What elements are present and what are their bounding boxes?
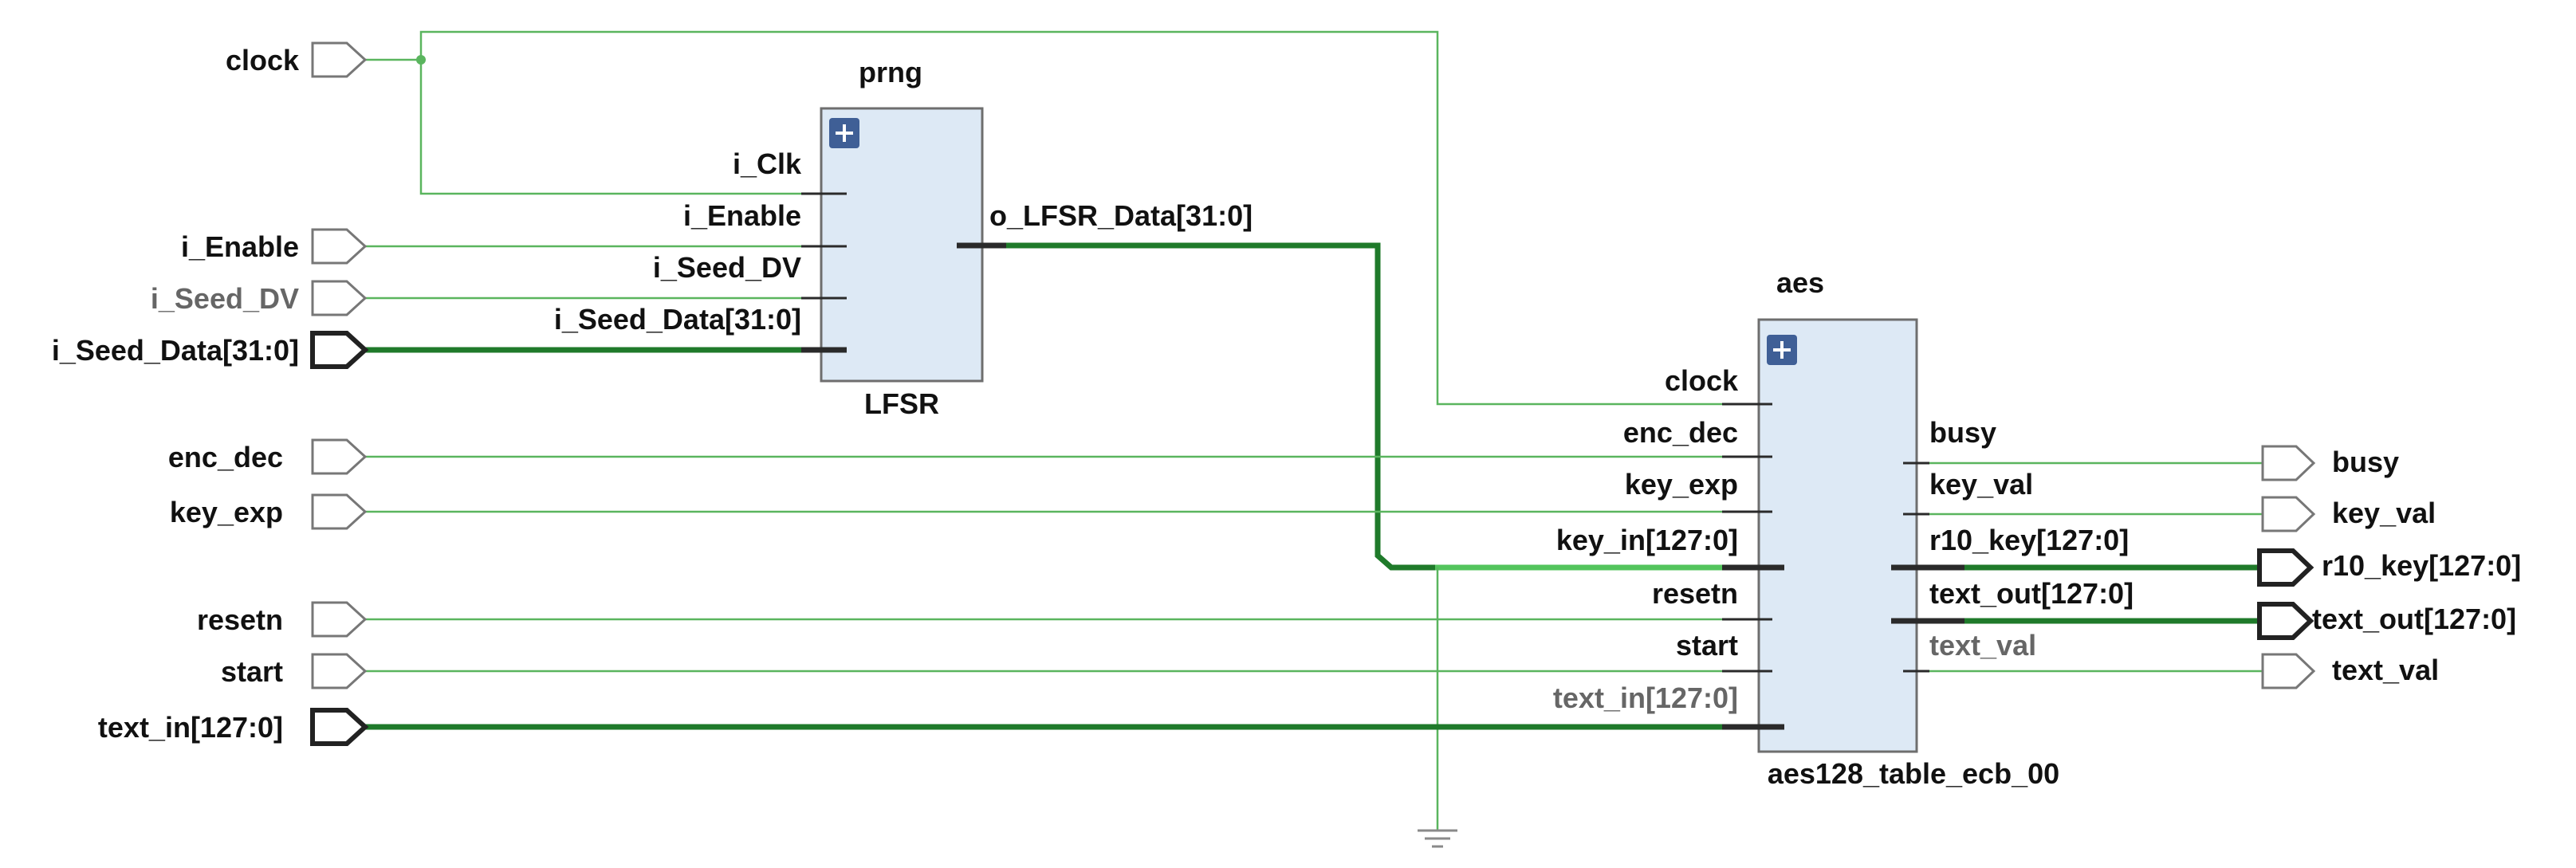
input-port-enc-dec[interactable] — [311, 438, 368, 475]
input-label-key-exp: key_exp — [170, 496, 283, 528]
output-port-text-val[interactable] — [2261, 653, 2316, 689]
prng-pin-i-clk: i_Clk — [733, 147, 802, 180]
output-label-busy: busy — [2332, 446, 2399, 478]
output-label-key-val: key_val — [2332, 497, 2436, 529]
input-port-clock[interactable] — [311, 41, 368, 78]
aes-instance-name: aes — [1776, 266, 1824, 299]
prng-expand-button[interactable] — [829, 118, 859, 148]
input-port-key-exp[interactable] — [311, 493, 368, 530]
aes-pin-key-in: key_in[127:0] — [1556, 524, 1738, 556]
junction-dot — [416, 55, 426, 65]
nets — [347, 30, 2263, 831]
input-port-i-seed-data[interactable] — [310, 331, 369, 369]
aes-pin-text-out: text_out[127:0] — [1929, 577, 2134, 610]
input-port-i-enable[interactable] — [311, 228, 368, 265]
output-label-text-out: text_out[127:0] — [2312, 603, 2516, 635]
input-label-start: start — [221, 655, 283, 688]
prng-pin-o-lfsr-data: o_LFSR_Data[31:0] — [989, 199, 1253, 232]
output-ports — [2257, 445, 2316, 689]
ground-icon — [1418, 829, 1457, 848]
aes-pin-clock: clock — [1665, 364, 1739, 397]
input-label-i-seed-data: i_Seed_Data[31:0] — [52, 334, 299, 367]
aes-pin-key-exp: key_exp — [1625, 468, 1738, 501]
prng-block[interactable] — [820, 107, 984, 383]
aes-pin-r10-key: r10_key[127:0] — [1929, 524, 2129, 556]
input-label-resetn: resetn — [197, 603, 283, 636]
prng-pin-i-enable: i_Enable — [683, 199, 801, 232]
input-label-clock: clock — [226, 44, 300, 77]
output-port-labels: busy key_val r10_key[127:0] text_out[127… — [2312, 446, 2521, 686]
input-ports — [310, 41, 369, 746]
aes-pin-enc-dec: enc_dec — [1623, 416, 1738, 449]
input-port-labels: clock i_Enable i_Seed_DV i_Seed_Data[31:… — [52, 44, 300, 744]
aes-expand-button[interactable] — [1767, 335, 1797, 365]
prng-module-name: LFSR — [864, 387, 939, 420]
aes-block[interactable] — [1757, 318, 1918, 753]
input-port-text-in[interactable] — [310, 708, 369, 746]
net-lfsr-data[interactable] — [982, 242, 1435, 571]
input-label-i-enable: i_Enable — [181, 230, 299, 263]
aes-pin-start: start — [1676, 629, 1738, 662]
output-port-r10-key[interactable] — [2257, 548, 2314, 587]
input-label-i-seed-dv: i_Seed_DV — [151, 282, 299, 315]
aes-pin-resetn: resetn — [1652, 577, 1738, 610]
input-port-i-seed-dv[interactable] — [311, 280, 368, 316]
input-label-text-in: text_in[127:0] — [98, 711, 283, 744]
prng-pin-i-seed-data: i_Seed_Data[31:0] — [554, 303, 801, 336]
output-label-r10-key: r10_key[127:0] — [2322, 549, 2521, 582]
aes-module-name: aes128_table_ecb_00 — [1768, 757, 2059, 790]
aes-pin-text-val: text_val — [1929, 629, 2036, 662]
prng-pin-i-seed-dv: i_Seed_DV — [653, 251, 801, 284]
aes-pin-key-val: key_val — [1929, 468, 2033, 501]
aes-pin-busy: busy — [1929, 416, 1996, 449]
input-label-enc-dec: enc_dec — [168, 441, 283, 473]
input-port-start[interactable] — [311, 653, 368, 689]
output-port-key-val[interactable] — [2261, 496, 2316, 532]
prng-cell[interactable]: prng i_Clk i_Enable i_Seed_DV i_Seed_Dat… — [554, 56, 1253, 420]
output-label-text-val: text_val — [2332, 654, 2439, 686]
output-port-text-out[interactable] — [2257, 602, 2314, 640]
aes-pin-text-in: text_in[127:0] — [1553, 681, 1738, 714]
aes-cell[interactable]: aes clock enc_dec key_exp key_in[127:0] … — [1553, 266, 2134, 790]
input-port-resetn[interactable] — [311, 601, 368, 638]
output-port-busy[interactable] — [2261, 445, 2316, 481]
prng-instance-name: prng — [859, 56, 922, 88]
